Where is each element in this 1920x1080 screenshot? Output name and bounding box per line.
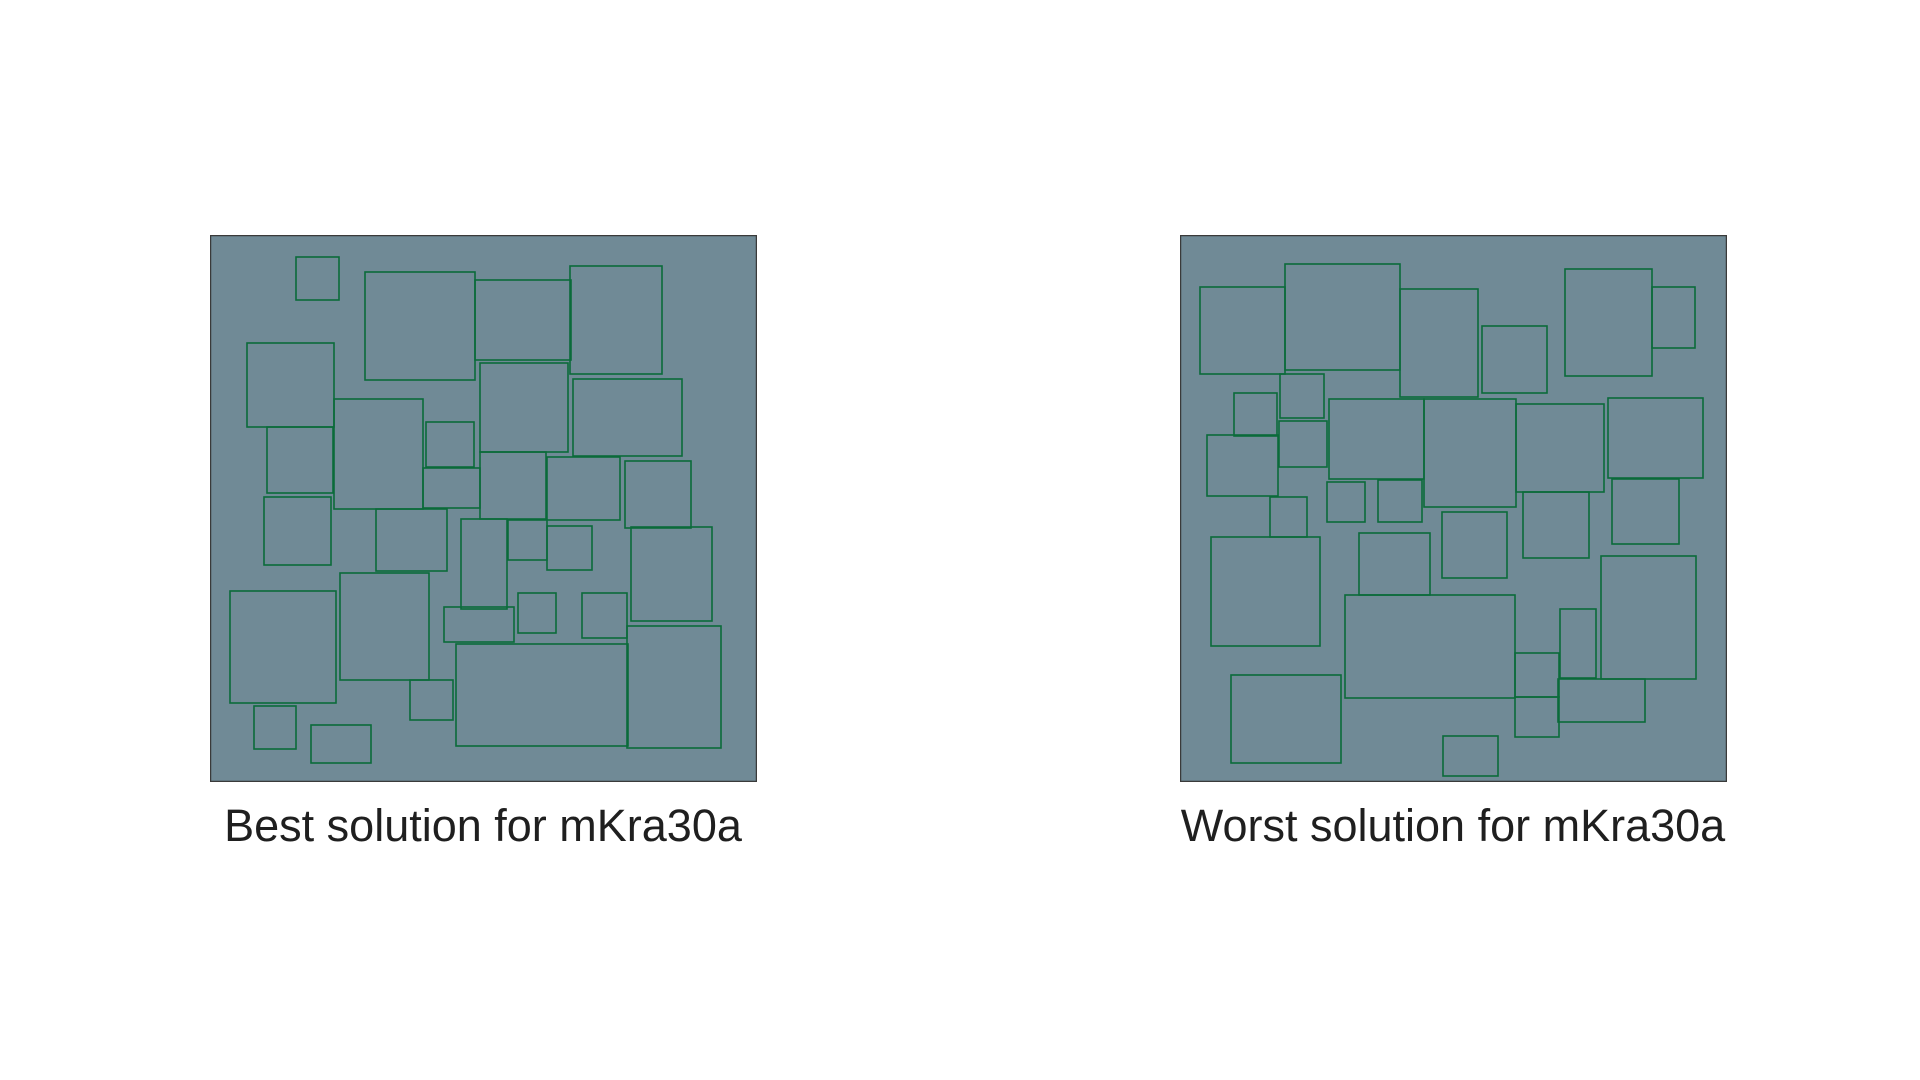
worst-solution-caption: Worst solution for mKra30a [1180,800,1726,851]
packed-rectangle [266,426,334,494]
packed-rectangle [546,456,621,521]
packed-rectangle [630,526,713,622]
packed-rectangle [425,421,475,468]
packed-rectangles [229,256,722,764]
worst-solution-packing [1180,235,1727,782]
packed-rectangle [310,724,372,764]
packed-rectangle [263,496,332,566]
packed-rectangle [1233,392,1278,437]
packed-rectangle [479,451,547,520]
packed-rectangle [295,256,340,301]
packed-rectangle [1514,696,1560,738]
packed-rectangle [1279,373,1325,419]
packed-rectangle [626,625,722,749]
packed-rectangle [1557,678,1646,723]
packed-rectangle [1377,479,1423,523]
packed-rectangle [474,279,572,361]
packed-rectangle [339,572,430,681]
packed-rectangle [517,592,557,634]
packed-rectangle [229,590,337,704]
packed-rectangle [443,606,515,643]
worst-solution-canvas [1180,235,1727,782]
packed-rectangle [1344,594,1516,699]
best-solution-packing [210,235,757,782]
packed-rectangle [455,643,629,747]
packed-rectangle [1441,511,1508,579]
packed-rectangle [1230,674,1342,764]
packed-rectangle [409,679,454,721]
packed-rectangle [1651,286,1696,349]
packed-rectangle [581,592,628,639]
packed-rectangle [460,518,508,610]
packed-rectangle [1559,608,1597,679]
packed-rectangle [572,378,683,457]
container-square [210,235,757,782]
packed-rectangle [1607,397,1704,479]
packed-rectangle [1522,491,1590,559]
packed-rectangle [569,265,663,375]
packed-rectangle [253,705,297,750]
packed-rectangle [1278,420,1328,468]
packed-rectangle [375,508,448,572]
packed-rectangles [1199,263,1704,777]
packed-rectangle [1399,288,1479,398]
container-square [1180,235,1727,782]
packed-rectangle [1442,735,1499,777]
packed-rectangle [1481,325,1548,394]
best-solution-canvas [210,235,757,782]
packed-rectangle [1600,555,1697,680]
packed-rectangle [624,460,692,529]
packed-rectangle [1611,478,1680,545]
packed-rectangle [1206,434,1279,497]
best-solution-caption: Best solution for mKra30a [224,800,742,851]
packed-rectangle [546,525,593,571]
packed-rectangle [1210,536,1321,647]
packed-rectangle [1326,481,1366,523]
